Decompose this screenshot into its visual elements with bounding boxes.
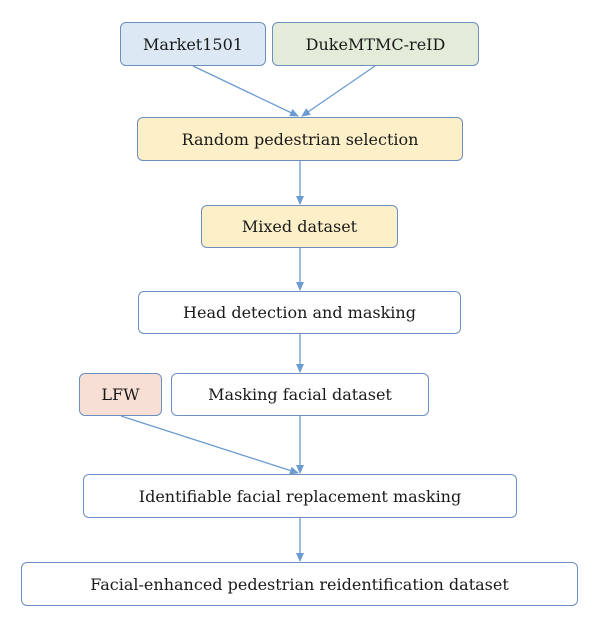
node-masking-facial-dataset: Masking facial dataset [171, 373, 429, 416]
node-random-pedestrian-selection: Random pedestrian selection [137, 117, 463, 161]
node-lfw-label: LFW [101, 385, 140, 404]
node-dukemtmc-reid: DukeMTMC-reID [272, 22, 479, 66]
node-market1501: Market1501 [120, 22, 266, 66]
arrow-duke-to-random [301, 65, 376, 117]
node-facial-enhanced-dataset-label: Facial-enhanced pedestrian reidentificat… [90, 574, 509, 594]
node-head-detection-and-masking: Head detection and masking [138, 291, 461, 334]
node-mixed-dataset-label: Mixed dataset [241, 217, 358, 236]
node-mixed-dataset: Mixed dataset [201, 205, 398, 248]
node-identifiable-facial-replacement-masking-label: Identifiable facial replacement masking [138, 486, 462, 506]
node-identifiable-facial-replacement-masking: Identifiable facial replacement masking [83, 474, 517, 518]
node-masking-facial-dataset-label: Masking facial dataset [208, 385, 392, 404]
node-dukemtmc-reid-label: DukeMTMC-reID [305, 34, 446, 54]
node-random-pedestrian-selection-label: Random pedestrian selection [181, 129, 419, 149]
node-lfw: LFW [79, 373, 162, 416]
arrow-lfw-to-ident [120, 415, 299, 475]
node-facial-enhanced-dataset: Facial-enhanced pedestrian reidentificat… [21, 562, 578, 606]
arrow-market-to-random [192, 65, 299, 117]
node-head-detection-and-masking-label: Head detection and masking [183, 303, 416, 322]
node-market1501-label: Market1501 [143, 34, 243, 54]
